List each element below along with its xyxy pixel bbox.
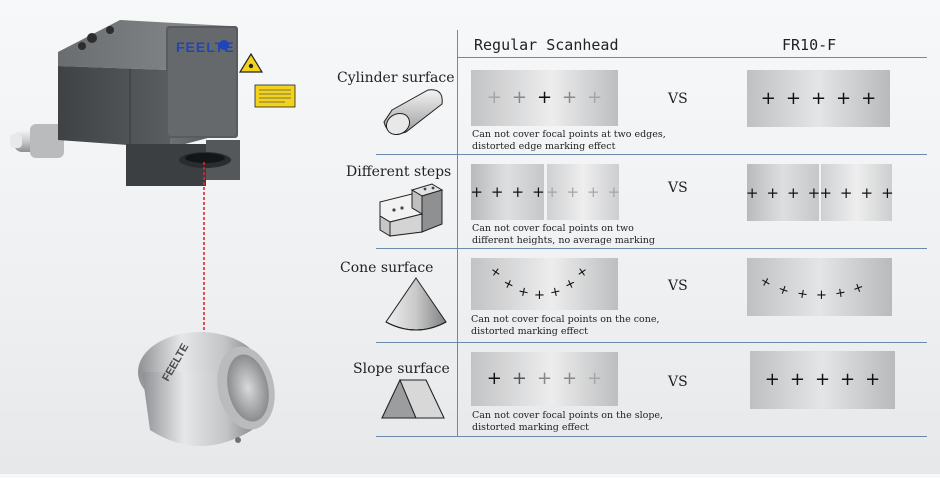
- vs-label: VS: [668, 91, 688, 107]
- mark: +: [766, 183, 779, 202]
- mark: +: [511, 87, 527, 108]
- mark: +: [860, 183, 874, 202]
- caption-line: distorted marking effect: [471, 326, 588, 337]
- row-divider-header: [457, 57, 927, 58]
- column-divider: [457, 30, 458, 436]
- mark: +: [470, 183, 483, 201]
- mark: +: [881, 183, 894, 202]
- mark: +: [490, 183, 504, 201]
- mark: +: [587, 87, 603, 108]
- mark: +: [833, 285, 848, 302]
- fr10f-panel-cone: [747, 258, 892, 316]
- row-label-cone: Cone surface: [340, 260, 434, 276]
- mark: +: [486, 368, 502, 389]
- row-label-cylinder: Cylinder surface: [337, 70, 455, 86]
- row-divider-1: [376, 154, 927, 155]
- row-label-slope: Slope surface: [353, 361, 450, 377]
- mark: +: [819, 183, 832, 202]
- mark: +: [785, 87, 801, 109]
- mark: +: [807, 183, 821, 202]
- mark: +: [587, 183, 600, 201]
- mark: +: [511, 368, 527, 389]
- mark: +: [562, 368, 578, 389]
- mark: +: [861, 87, 877, 109]
- vs-label: VS: [668, 374, 688, 390]
- row-divider-bottom: [376, 436, 927, 437]
- fr10f-panel-steps-right: + + + +: [819, 164, 894, 221]
- column-header-fr10f: FR10-F: [782, 36, 837, 54]
- mark: +: [789, 369, 805, 390]
- caption-cone: Can not cover focal points on the cone, …: [471, 314, 660, 338]
- caption-line: Can not cover focal points on the slope,: [472, 410, 664, 421]
- caption-line: Can not cover focal points at two edges,: [472, 129, 666, 140]
- mark: +: [760, 87, 776, 109]
- mark: +: [795, 286, 810, 303]
- steps-shape-icon: [379, 183, 444, 237]
- mark: +: [745, 183, 759, 202]
- mark: +: [545, 183, 559, 201]
- caption-slope: Can not cover focal points on the slope,…: [472, 410, 663, 434]
- mark: +: [814, 369, 831, 390]
- caption-line: distorted edge marking effect: [472, 141, 616, 152]
- caption-line: Can not cover focal points on two: [472, 223, 634, 234]
- vs-label: VS: [668, 278, 688, 294]
- caption-line: different heights, no average marking: [472, 235, 655, 246]
- mark: +: [511, 183, 525, 201]
- brand-logo-text: FEELTE: [176, 39, 235, 55]
- mark: +: [607, 183, 621, 201]
- caption-line: distorted marking effect: [472, 422, 589, 433]
- caption-cylinder: Can not cover focal points at two edges,…: [472, 129, 666, 153]
- regular-panel-steps-left: + + + +: [470, 164, 545, 220]
- mark: +: [764, 369, 780, 390]
- mark: +: [810, 87, 827, 109]
- mark: +: [839, 183, 853, 202]
- regular-panel-cone: [471, 258, 618, 310]
- row-divider-2: [376, 248, 927, 249]
- regular-panel-slope: + + + + +: [471, 352, 618, 406]
- cone-shape-icon: [385, 277, 447, 331]
- caption-line: Can not cover focal points on the cone,: [471, 314, 660, 325]
- mark: +: [534, 288, 545, 303]
- caption-steps: Can not cover focal points on two differ…: [472, 223, 655, 247]
- row-divider-3: [376, 342, 927, 343]
- regular-panel-steps-right: + + + +: [545, 164, 621, 220]
- cylinder-shape-icon: [383, 89, 443, 136]
- mark: +: [486, 87, 502, 108]
- scanhead-device-graphic: FEELTE FEELTE: [10, 20, 296, 446]
- fr10f-panel-slope: + + + + +: [750, 351, 895, 409]
- mark: +: [536, 368, 553, 389]
- mark: +: [836, 87, 852, 109]
- mark: +: [562, 87, 578, 108]
- fr10f-panel-steps-left: + + + +: [745, 164, 821, 221]
- scanhead-illustration: FEELTE FEELTE: [0, 0, 330, 474]
- mark: +: [587, 368, 603, 389]
- mark: +: [536, 87, 553, 108]
- regular-panel-cylinder: + + + + +: [471, 70, 618, 126]
- mark: +: [532, 183, 545, 201]
- mark: +: [816, 288, 827, 303]
- mark: +: [865, 369, 881, 390]
- mark: +: [840, 369, 856, 390]
- column-header-regular: Regular Scanhead: [474, 36, 619, 54]
- mark: +: [566, 183, 579, 201]
- slope-shape-icon: [381, 378, 445, 419]
- row-label-steps: Different steps: [346, 164, 452, 180]
- mark: +: [787, 183, 800, 202]
- fr10f-panel-cylinder: + + + + +: [747, 70, 890, 127]
- vs-label: VS: [668, 180, 688, 196]
